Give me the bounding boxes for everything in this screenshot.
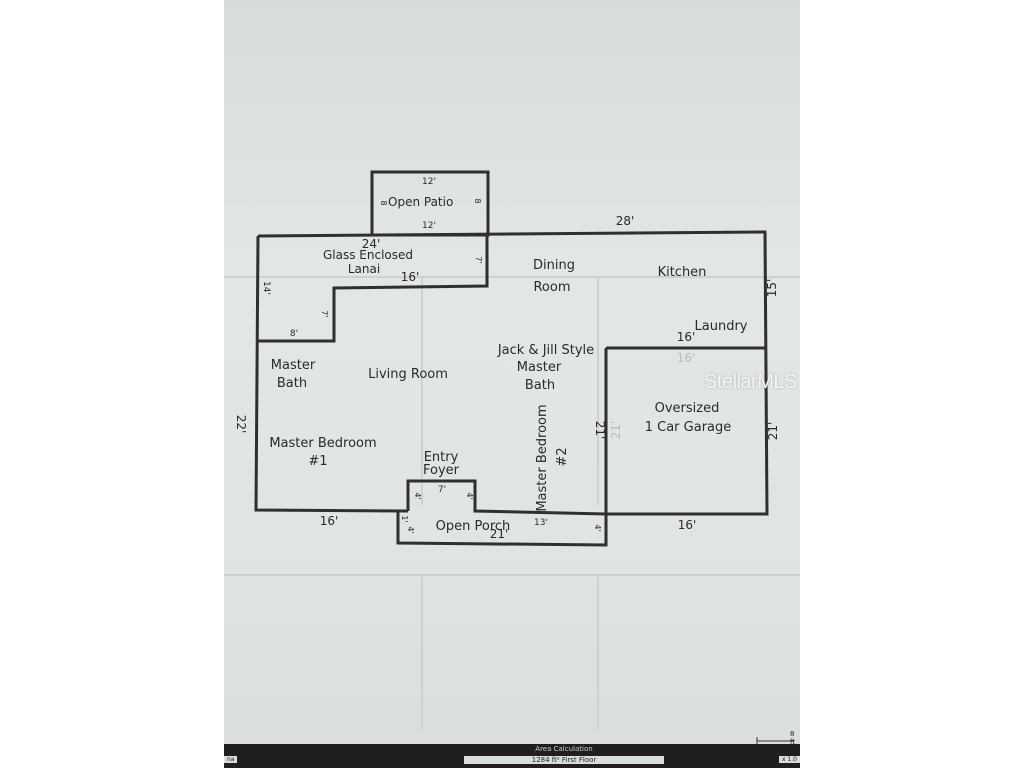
master-bedroom1-label-line2: #1 (308, 454, 327, 469)
dim-porch-left-4: 4' (406, 526, 415, 533)
jack-jill-label-line3: Bath (525, 378, 555, 393)
dim-porch-left-1: 1' (400, 515, 409, 522)
dim-foyer-7: 7' (438, 485, 446, 495)
dim-porch-13: 13' (534, 518, 548, 528)
dim-patio-right: 8 (473, 198, 482, 203)
master-bedroom2-label-line1: Master Bedroom (535, 404, 550, 511)
floor-plan-photo: Open Patio Glass Enclosed Lanai Dining R… (224, 0, 800, 768)
dim-top-28: 28' (616, 214, 635, 228)
mls-watermark: StellarMLS (704, 371, 797, 393)
dim-left-22: 22' (234, 415, 248, 434)
footer-right-text: x 1.0 (779, 756, 800, 763)
dim-top-24: 24' (362, 237, 381, 251)
garage-and-porch-wall (396, 348, 608, 547)
entry-label-line2: Foyer (423, 463, 460, 478)
dim-patio-bottom: 12' (422, 221, 436, 231)
open-porch-label: Open Porch (436, 519, 511, 534)
dim-bottom-left-16: 16' (320, 514, 339, 528)
dim-bottom-right-16: 16' (678, 518, 697, 532)
dim-lanai-16: 16' (401, 270, 420, 284)
foyer-wall (406, 479, 607, 516)
dim-inner-7: 7' (320, 310, 329, 317)
dim-porch-21: 21' (490, 527, 509, 541)
entry-label-line1: Entry (424, 450, 459, 465)
dim-laundry-16-faint: 16' (677, 351, 696, 365)
dim-right-15: 15' (765, 279, 779, 298)
laundry-label: Laundry (695, 319, 748, 334)
dim-patio-left: 8 (379, 200, 388, 205)
floor-plan-diagram: Open Patio Glass Enclosed Lanai Dining R… (224, 170, 800, 745)
dim-left-14: 14' (261, 281, 271, 295)
paper-background (224, 0, 800, 768)
dim-foyer-left-4: 4' (413, 492, 422, 499)
lanai-wall (256, 236, 489, 343)
dim-inner-8: 8' (290, 329, 298, 339)
living-room-label: Living Room (368, 367, 448, 382)
scale-label: 8 ft (790, 730, 796, 746)
garage-label-line2: 1 Car Garage (645, 420, 732, 435)
lanai-label-line1: Glass Enclosed (323, 248, 413, 262)
area-calculation-title: Area Calculation (535, 745, 593, 753)
outer-wall-left (254, 235, 409, 513)
kitchen-label: Kitchen (658, 265, 707, 280)
outer-wall-top-right (257, 230, 769, 516)
jack-jill-label-line2: Master (517, 360, 562, 375)
dining-label-line2: Room (533, 280, 570, 295)
master-bath-label-line2: Bath (277, 376, 307, 391)
area-calculation-footer: Area Calculation na 1284 ft² First Floor… (224, 744, 800, 768)
footer-left-text: na (224, 756, 238, 763)
scale-bar (756, 737, 794, 745)
garage-label-line1: Oversized (655, 401, 720, 416)
jack-jill-label-line1: Jack & Jill Style (497, 343, 594, 358)
master-bath-label-line1: Master (271, 358, 316, 373)
dim-bedroom2-21: 21' (593, 421, 607, 440)
dim-lanai-right-7: 7' (474, 256, 483, 263)
master-bedroom1-label-line1: Master Bedroom (269, 436, 376, 451)
dim-patio-top: 12' (422, 177, 436, 187)
open-patio-label: Open Patio (388, 195, 453, 209)
dim-garage-left-21: 21' (609, 421, 623, 440)
lanai-label-line2: Lanai (348, 262, 380, 276)
faint-sheet-lines (224, 276, 800, 730)
dim-garage-right-21: 21' (766, 422, 780, 441)
dim-foyer-right-4: 4' (465, 492, 474, 499)
dim-laundry-16: 16' (677, 330, 696, 344)
floor-plan-walls (254, 170, 769, 547)
dining-label-line1: Dining (533, 258, 575, 273)
dim-porch-right-4: 4' (593, 524, 602, 531)
master-bedroom2-label-line2: #2 (555, 447, 570, 466)
area-calculation-value: 1284 ft² First Floor (464, 756, 664, 764)
